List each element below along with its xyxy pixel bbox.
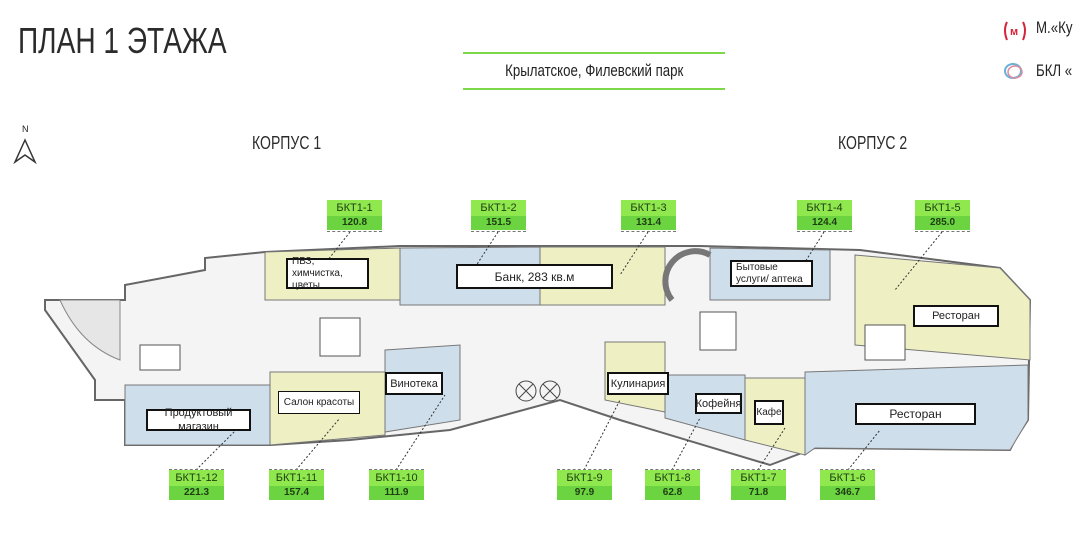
room-label-grocery: Продуктовый магазин	[146, 407, 251, 433]
unit-id: БКТ1-10	[369, 470, 424, 486]
unit-area: 71.8	[731, 486, 786, 500]
room-label-services: Бытовые услуги/ аптека	[730, 260, 813, 287]
room-label-culinary: Кулинария	[607, 372, 669, 395]
stair-core	[699, 311, 737, 351]
unit-id: БКТ1-8	[645, 470, 700, 486]
unit-area: 157.4	[269, 486, 324, 500]
room-label-beauty: Салон красоты	[278, 391, 360, 414]
metro-m-icon: м	[1004, 21, 1026, 41]
location-subtitle: Крылатское, Филевский парк	[463, 52, 725, 90]
room-label-wine: Винотека	[385, 372, 443, 395]
unit-area: 285.0	[915, 216, 970, 230]
room-label-restaurant-bottom: Ресторан	[855, 403, 976, 425]
stair-core	[319, 317, 361, 357]
unit-area: 221.3	[169, 486, 224, 500]
stair-core	[864, 324, 906, 361]
unit-id: БКТ1-3	[621, 200, 676, 216]
spiral-stair	[662, 248, 712, 302]
unit-id: БКТ1-5	[915, 200, 970, 216]
ramp	[59, 299, 121, 361]
room-label-coffee: Кофейня	[695, 393, 742, 414]
unit-id: БКТ1-9	[557, 470, 612, 486]
legend-metro: М.«Ку	[1036, 18, 1073, 37]
unit-id: БКТ1-11	[269, 470, 324, 486]
korpus-1-label: КОРПУС 1	[252, 133, 322, 153]
stair-core	[139, 344, 181, 371]
room-label-cafe: Кафе	[754, 400, 784, 425]
page-title: ПЛАН 1 ЭТАЖА	[18, 20, 227, 61]
bkl-ring-icon	[1004, 63, 1023, 79]
unit-area: 151.5	[471, 216, 526, 230]
compass-letter: N	[22, 124, 29, 134]
room-label-pvz: ПВЗ, химчистка, цветы	[286, 256, 369, 291]
legend-bkl: БКЛ «	[1036, 61, 1073, 80]
unit-area: 97.9	[557, 486, 612, 500]
room-label-bank: Банк, 283 кв.м	[456, 264, 613, 289]
unit-id: БКТ1-1	[327, 200, 382, 216]
svg-text:м: м	[1010, 26, 1018, 38]
unit-area: 346.7	[820, 486, 875, 500]
room-label-restaurant-top: Ресторан	[913, 305, 999, 327]
unit-area: 111.9	[369, 486, 424, 500]
unit-area: 62.8	[645, 486, 700, 500]
unit-area: 131.4	[621, 216, 676, 230]
unit-area: 120.8	[327, 216, 382, 230]
korpus-2-label: КОРПУС 2	[838, 133, 908, 153]
unit-id: БКТ1-12	[169, 470, 224, 486]
unit-id: БКТ1-2	[471, 200, 526, 216]
revolving-door-icons	[515, 380, 561, 402]
unit-id: БКТ1-7	[731, 470, 786, 486]
north-arrow-icon	[13, 138, 37, 165]
unit-id: БКТ1-6	[820, 470, 875, 486]
unit-area: 124.4	[797, 216, 852, 230]
unit-id: БКТ1-4	[797, 200, 852, 216]
